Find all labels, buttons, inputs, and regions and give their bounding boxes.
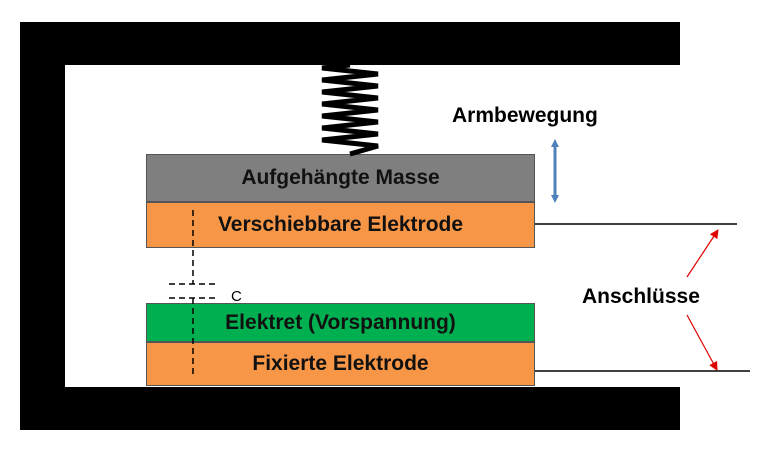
movable-electrode: Verschiebbare Elektrode xyxy=(146,202,535,248)
fixed-electrode-label: Fixierte Elektrode xyxy=(252,352,429,375)
frame-left-bar xyxy=(20,22,65,430)
terminal-arrow-up xyxy=(686,229,719,278)
suspended-mass-label: Aufgehängte Masse xyxy=(241,166,440,189)
electret-layer: Elektret (Vorspannung) xyxy=(146,303,535,342)
fixed-electrode: Fixierte Elektrode xyxy=(146,342,535,386)
spring xyxy=(321,62,379,157)
capacitor-label: C xyxy=(231,288,242,305)
frame-top-bar xyxy=(20,22,680,65)
motion-label: Armbewegung xyxy=(452,104,598,127)
suspended-mass: Aufgehängte Masse xyxy=(146,154,535,202)
terminal-arrow-down xyxy=(686,314,718,371)
frame-bottom-bar xyxy=(20,387,680,430)
terminals-label: Anschlüsse xyxy=(582,285,700,308)
movable-electrode-label: Verschiebbare Elektrode xyxy=(217,213,464,236)
electret-label: Elektret (Vorspannung) xyxy=(225,310,456,334)
